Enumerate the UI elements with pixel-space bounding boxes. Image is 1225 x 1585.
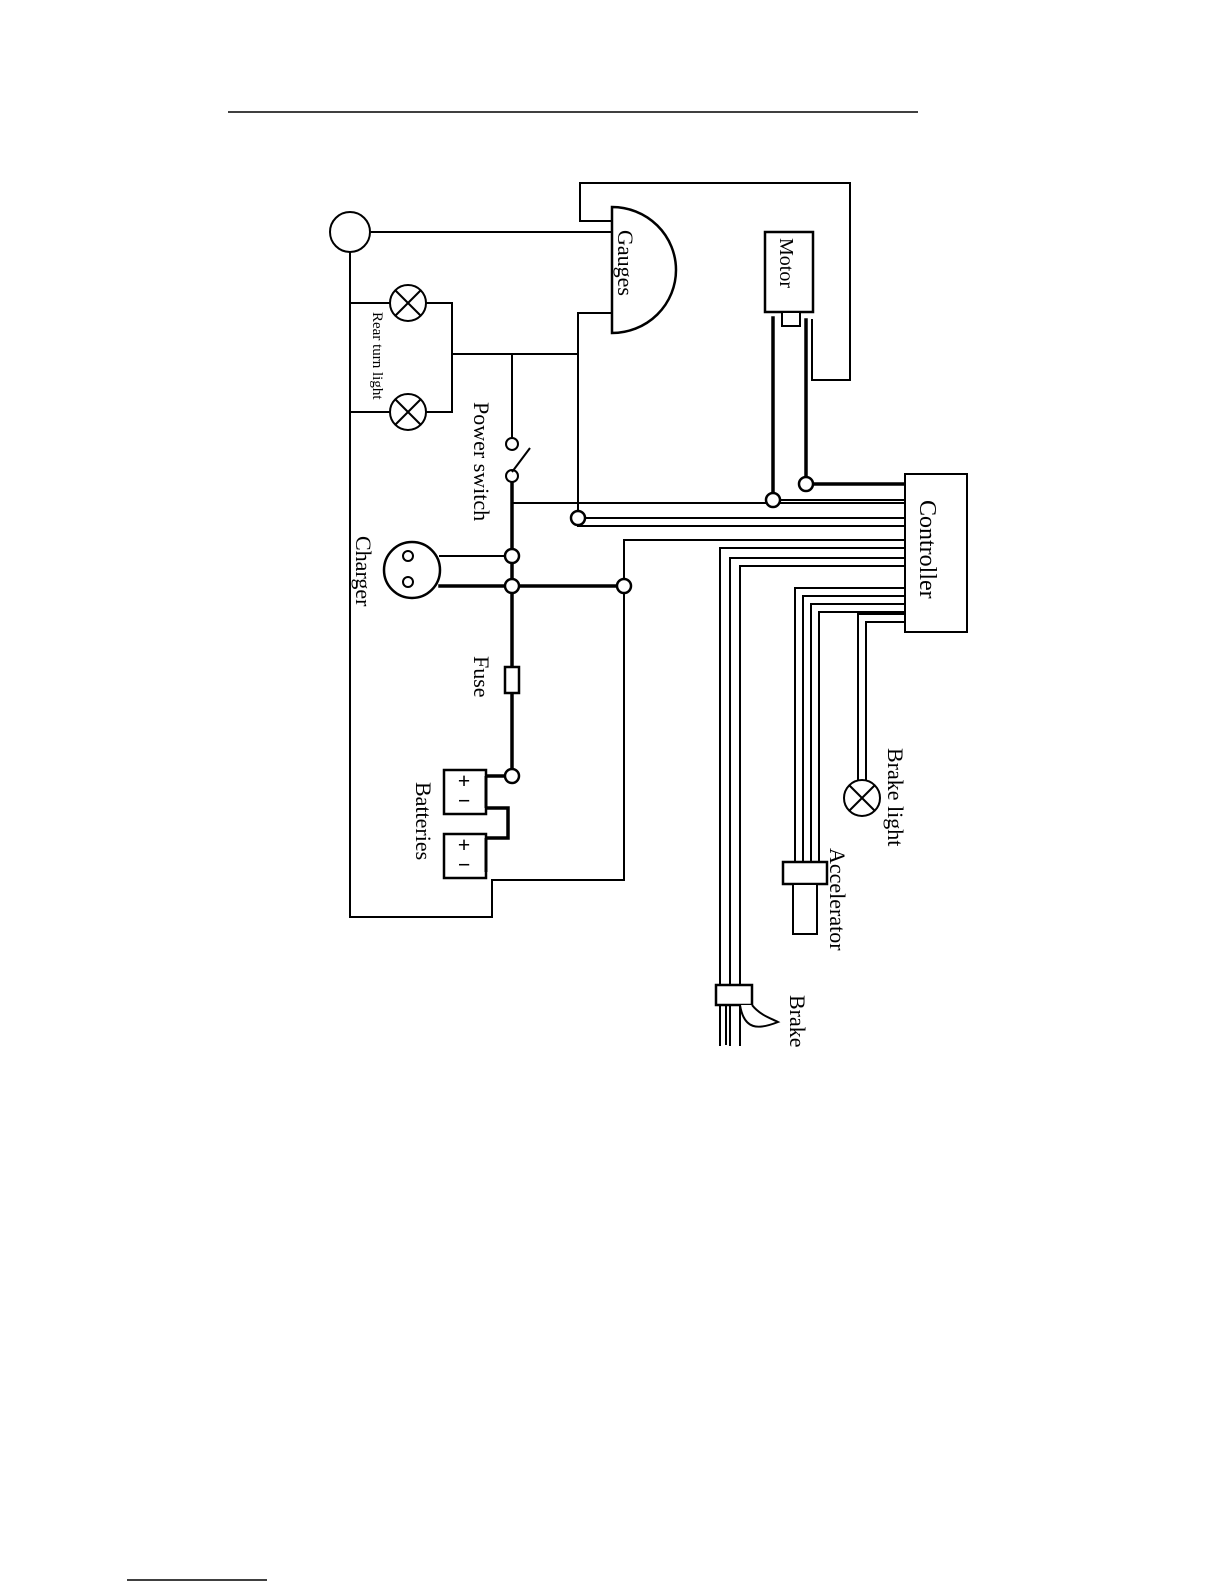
motor-label: Motor <box>775 238 797 288</box>
junction-nodes <box>505 477 813 783</box>
brake-label: Brake <box>785 995 810 1048</box>
gauges-label: Gauges <box>613 230 638 296</box>
battery-1-minus: − <box>458 788 471 813</box>
accelerator-label: Accelerator <box>825 848 850 951</box>
charger-socket-icon <box>384 542 440 598</box>
top-connector-circle <box>330 212 370 252</box>
charger-label: Charger <box>351 536 376 607</box>
accelerator-grip-icon <box>783 862 827 934</box>
fuse-label: Fuse <box>469 656 494 698</box>
battery-2-icon: + − <box>444 832 486 878</box>
fuse-symbol <box>505 667 519 693</box>
brake-lever-icon <box>716 985 778 1045</box>
wires-thick <box>440 318 905 838</box>
brake-light-label: Brake light <box>883 748 908 846</box>
battery-1-icon: + − <box>444 768 486 814</box>
rear-turn-light-2-icon <box>390 394 426 430</box>
brake-light-icon <box>844 780 880 816</box>
power-switch-icon <box>506 438 530 482</box>
rear-turn-light-label: Rear turn light <box>369 312 385 400</box>
rear-turn-light-1-icon <box>390 285 426 321</box>
battery-2-minus: − <box>458 852 471 877</box>
motor-shaft <box>782 312 800 326</box>
controller-label: Controller <box>914 500 940 599</box>
batteries-label: Batteries <box>411 782 436 860</box>
power-switch-label: Power switch <box>469 402 494 521</box>
